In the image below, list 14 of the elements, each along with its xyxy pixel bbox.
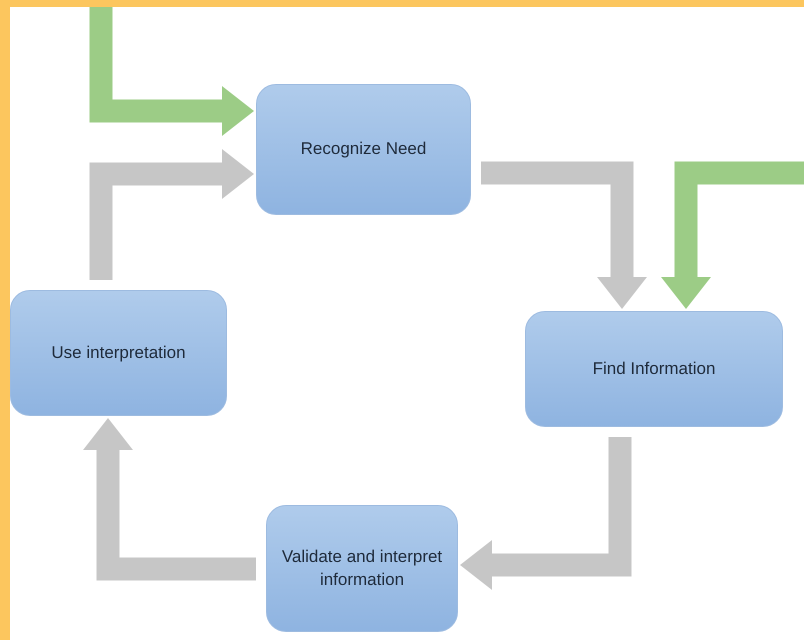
process-box <box>525 311 783 427</box>
block-arrow <box>481 162 647 309</box>
block-arrow <box>90 7 254 136</box>
node-label: Find Information <box>592 358 716 380</box>
node-label: Recognize Need <box>300 138 426 160</box>
process-box <box>266 505 458 632</box>
node-label: Validate and interpret information <box>281 546 443 590</box>
node-label: Use interpretation <box>51 342 186 364</box>
process-box <box>256 84 471 215</box>
block-arrow <box>661 162 804 309</box>
block-arrow <box>83 418 256 580</box>
block-arrow <box>90 149 254 280</box>
block-arrow <box>460 437 632 590</box>
process-box <box>10 290 227 416</box>
